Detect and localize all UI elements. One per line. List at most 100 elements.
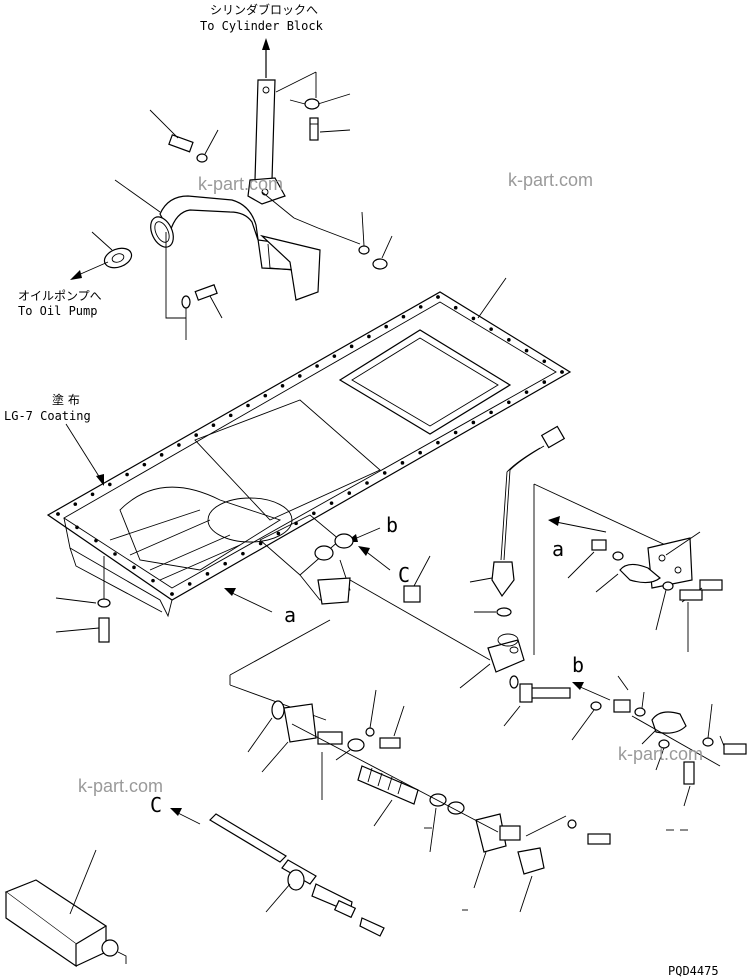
to-oil-pump-label: To Oil Pump <box>18 304 97 318</box>
oil-gauge-tube <box>209 813 385 937</box>
bolt-hole <box>400 461 405 465</box>
bolt-hole <box>113 552 117 556</box>
bolt-hole <box>315 364 319 368</box>
washer-small-1 <box>571 701 602 741</box>
washer-small-2 <box>634 691 646 717</box>
oil-pan <box>46 291 572 618</box>
ref-b-label-2: b <box>572 653 584 677</box>
to-cylinder-block-label: To Cylinder Block <box>200 19 324 33</box>
bolt-hole <box>471 316 476 321</box>
bolt-hole <box>159 453 164 457</box>
bolt-hole <box>151 578 155 583</box>
bolt-hole <box>560 370 564 374</box>
clamp-2 <box>641 711 687 745</box>
valve-bolt <box>587 833 611 845</box>
pipe-bracket <box>247 79 286 205</box>
pipe-lower-washer <box>181 295 191 340</box>
bolt-hole <box>524 348 529 353</box>
bracket-washer-right <box>655 581 674 631</box>
ref-c-arrow-icon-2 <box>170 808 201 825</box>
bolt-hole <box>132 565 136 570</box>
bolt-hole <box>367 334 371 339</box>
drain-bolt <box>55 617 110 643</box>
bolt-hole <box>223 561 227 566</box>
ref-c-arrow-icon <box>358 546 391 571</box>
bolt-hole <box>294 521 298 526</box>
bolt-hole <box>94 538 98 543</box>
bracket-bolt-right-2 <box>679 589 703 652</box>
bolt-hole <box>401 314 406 319</box>
bolt-hole <box>507 400 511 405</box>
arrow-left-icon <box>70 261 109 280</box>
bolt-hole <box>187 582 192 586</box>
bolt-hole <box>471 420 476 425</box>
sensor-block-bolt <box>503 683 571 727</box>
valve-washer <box>567 819 577 829</box>
bolt-hole <box>205 572 210 576</box>
pipe-bolt <box>149 109 194 153</box>
coating-arrow-icon <box>65 423 104 486</box>
hose-clamp-1 <box>335 738 365 761</box>
bolt-hole <box>507 338 511 342</box>
bolt-hole <box>542 359 547 364</box>
bolt-hole <box>524 390 529 394</box>
oil-suction-pipe <box>150 195 321 301</box>
ref-b-arrow-icon-2 <box>572 682 611 701</box>
pipe-gasket <box>91 231 133 269</box>
ref-c-label-1: C <box>398 563 410 587</box>
watermark-1: k-part.com <box>198 174 283 194</box>
ref-a-arrow-icon-2 <box>548 516 607 533</box>
bolt-hole <box>90 492 95 497</box>
bolt-hole <box>108 482 112 487</box>
pan-plug <box>403 555 431 603</box>
washer-small-4 <box>702 703 714 747</box>
bolt-hole <box>436 440 440 445</box>
ref-a-label-2: a <box>552 537 564 561</box>
oil-level-sensor <box>469 425 566 598</box>
bolt-hole <box>365 481 369 485</box>
bolt-hole <box>142 462 147 467</box>
bolt-hole <box>194 433 198 437</box>
bolt-hole <box>75 525 79 530</box>
bolt-hole <box>125 472 129 477</box>
bolt-right-4 <box>683 761 695 807</box>
sensor-o-ring <box>474 607 512 617</box>
bolt-hole <box>329 501 334 505</box>
clamp <box>595 563 661 593</box>
drain-plug <box>517 847 545 913</box>
bolt-hole <box>280 383 285 388</box>
bolt-lower <box>379 705 405 749</box>
coating-label: LG-7 Coating <box>4 409 91 423</box>
bolt-hole <box>489 410 493 415</box>
bolt-hole <box>332 354 337 358</box>
hose-clamp-3 <box>447 801 465 815</box>
bolt-hole <box>453 430 458 435</box>
washer-lower <box>365 689 377 737</box>
gauge-handle <box>4 849 127 968</box>
hose <box>357 765 419 827</box>
to-oil-pump-jp-label: オイルポンプへ <box>18 289 102 303</box>
washer-small-3 <box>655 739 670 771</box>
watermark-4: k-part.com <box>618 744 703 764</box>
drawing-number: PQD4475 <box>668 964 719 978</box>
bolt-hole <box>170 592 174 596</box>
bolt-hole <box>211 423 216 428</box>
arrow-up-icon <box>262 38 270 78</box>
sender-gasket <box>247 700 285 753</box>
bolt-hole <box>489 327 493 331</box>
bolt-hole <box>73 502 78 506</box>
bolt-hole <box>241 551 245 556</box>
bracket-nut <box>289 98 320 110</box>
bracket-bolt <box>309 117 319 141</box>
bolt-hole <box>258 541 263 546</box>
bolt-hole <box>436 295 440 299</box>
bolt-hole <box>542 380 547 384</box>
pan-boss <box>314 533 354 605</box>
bolt-hole <box>298 374 302 378</box>
hose-clamp-2 <box>429 793 447 853</box>
bolt-hole <box>349 344 354 349</box>
sensor-block <box>459 633 525 689</box>
ref-c-label-2: C <box>150 793 162 817</box>
bolt-hole <box>177 443 181 447</box>
